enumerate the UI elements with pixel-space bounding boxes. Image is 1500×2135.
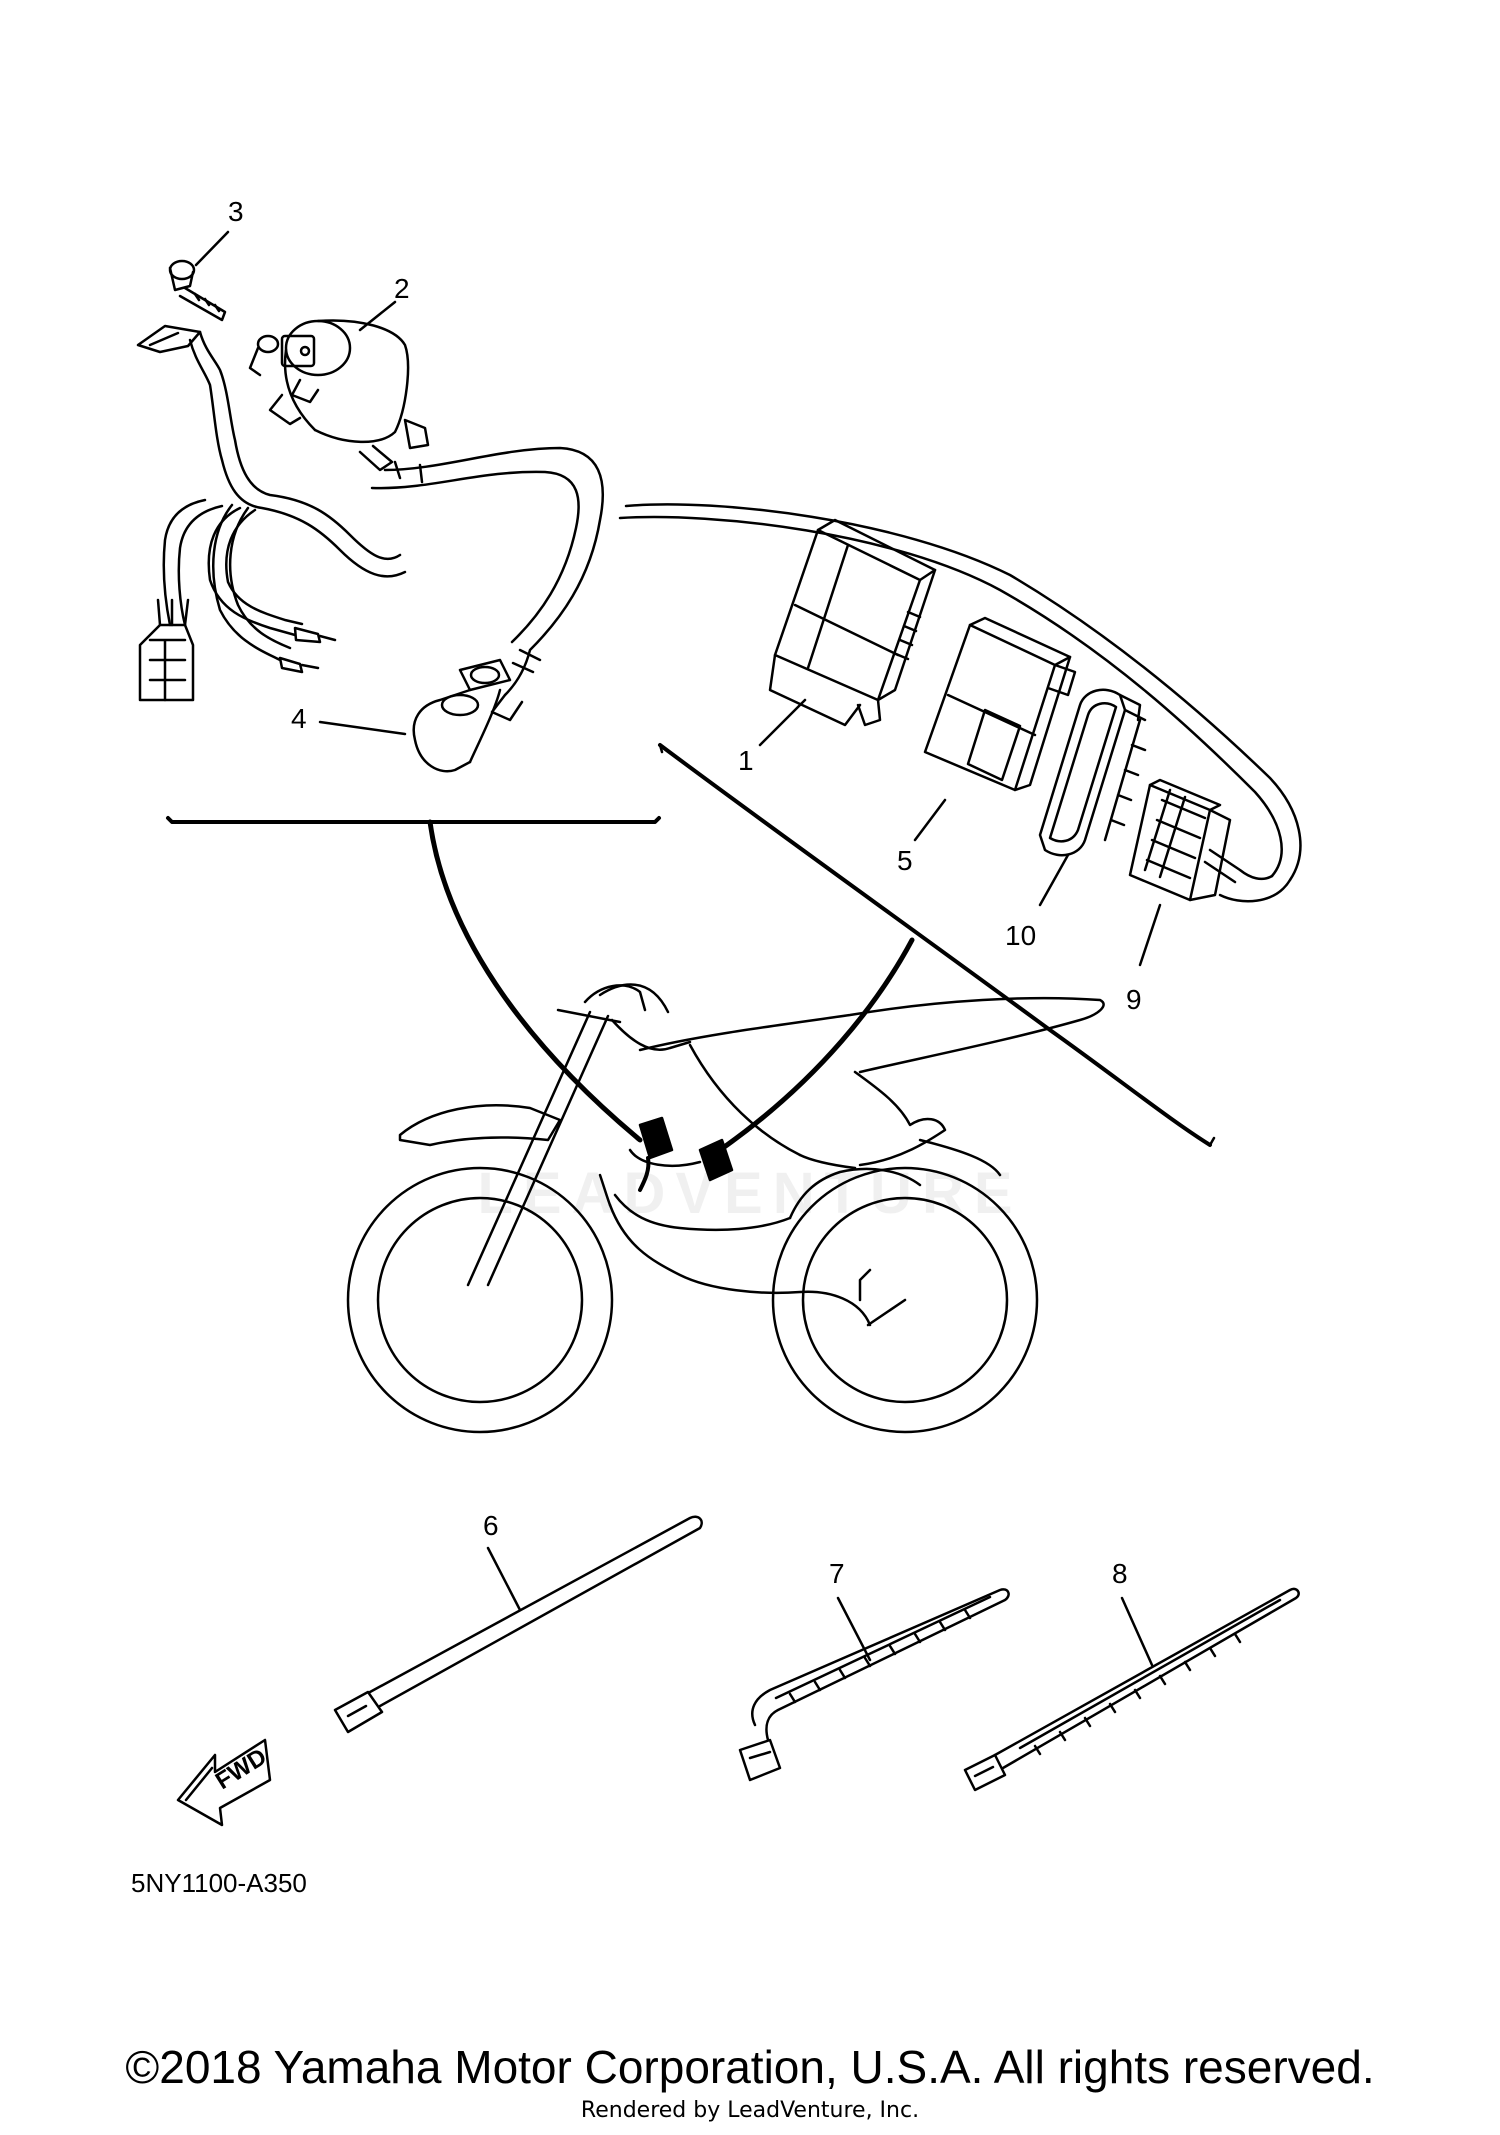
pointer-line-left (427, 819, 643, 1143)
coupler-part (1128, 778, 1274, 902)
cable-tie-7 (738, 1588, 1010, 1782)
relay-unit-part (923, 616, 1077, 792)
bullet-terminal-part (278, 626, 337, 674)
rendered-by-note: Rendered by LeadVenture, Inc. (580, 2098, 920, 2123)
leader-line-4 (318, 720, 407, 736)
group-outline-inner (618, 515, 1283, 878)
leader-line-3 (194, 230, 230, 267)
leader-line-6 (486, 1546, 522, 1612)
callout-6: 6 (483, 1510, 499, 1541)
ground-washer-part (248, 334, 280, 377)
fwd-label: FWD (211, 1743, 272, 1795)
wire-clamp-part (136, 324, 202, 354)
copyright-notice: ©2018 Yamaha Motor Corporation, U.S.A. A… (125, 2041, 1375, 2093)
callout-1: 1 (738, 745, 754, 776)
callout-9: 9 (1126, 984, 1142, 1015)
leader-line-7 (836, 1596, 872, 1662)
cable-tie-8 (963, 1587, 1300, 1792)
callout-4: 4 (291, 703, 307, 734)
spark-plug-lead (370, 446, 604, 722)
callout-2: 2 (394, 273, 410, 304)
spark-plug-cap-part (412, 658, 512, 773)
coupler-connector-part (138, 598, 195, 702)
fwd-arrow: FWD (176, 1738, 272, 1827)
module-group (618, 503, 1302, 1147)
callout-5: 5 (897, 845, 913, 876)
leader-line-10 (1038, 853, 1070, 907)
gasket-part (1038, 688, 1147, 857)
watermark-text: LEADVENTURE (477, 1161, 1023, 1226)
group-outline (624, 503, 1302, 903)
drawing-code: 5NY1100-A350 (131, 1868, 307, 1898)
group-bracket-left (166, 816, 661, 824)
ignition-coil-part (268, 319, 430, 472)
leader-line-2 (358, 300, 397, 332)
leader-line-1 (758, 698, 807, 747)
bolt-part (168, 259, 227, 322)
ignition-coil-group (136, 230, 661, 824)
pointer-line-right (717, 937, 915, 1153)
cdi-unit-part (768, 518, 937, 727)
callout-10: 10 (1005, 920, 1037, 951)
callout-7: 7 (829, 1558, 845, 1589)
callout-8: 8 (1112, 1558, 1128, 1589)
callout-3: 3 (228, 196, 244, 227)
leader-line-9 (1138, 903, 1162, 967)
leader-line-5 (913, 798, 947, 842)
cable-tie-6 (333, 1515, 703, 1734)
motorcycle-outline (346, 983, 1105, 1434)
leader-line-8 (1120, 1596, 1154, 1667)
group-bracket-right (658, 743, 1212, 1147)
coil-wire-harness (162, 330, 407, 662)
